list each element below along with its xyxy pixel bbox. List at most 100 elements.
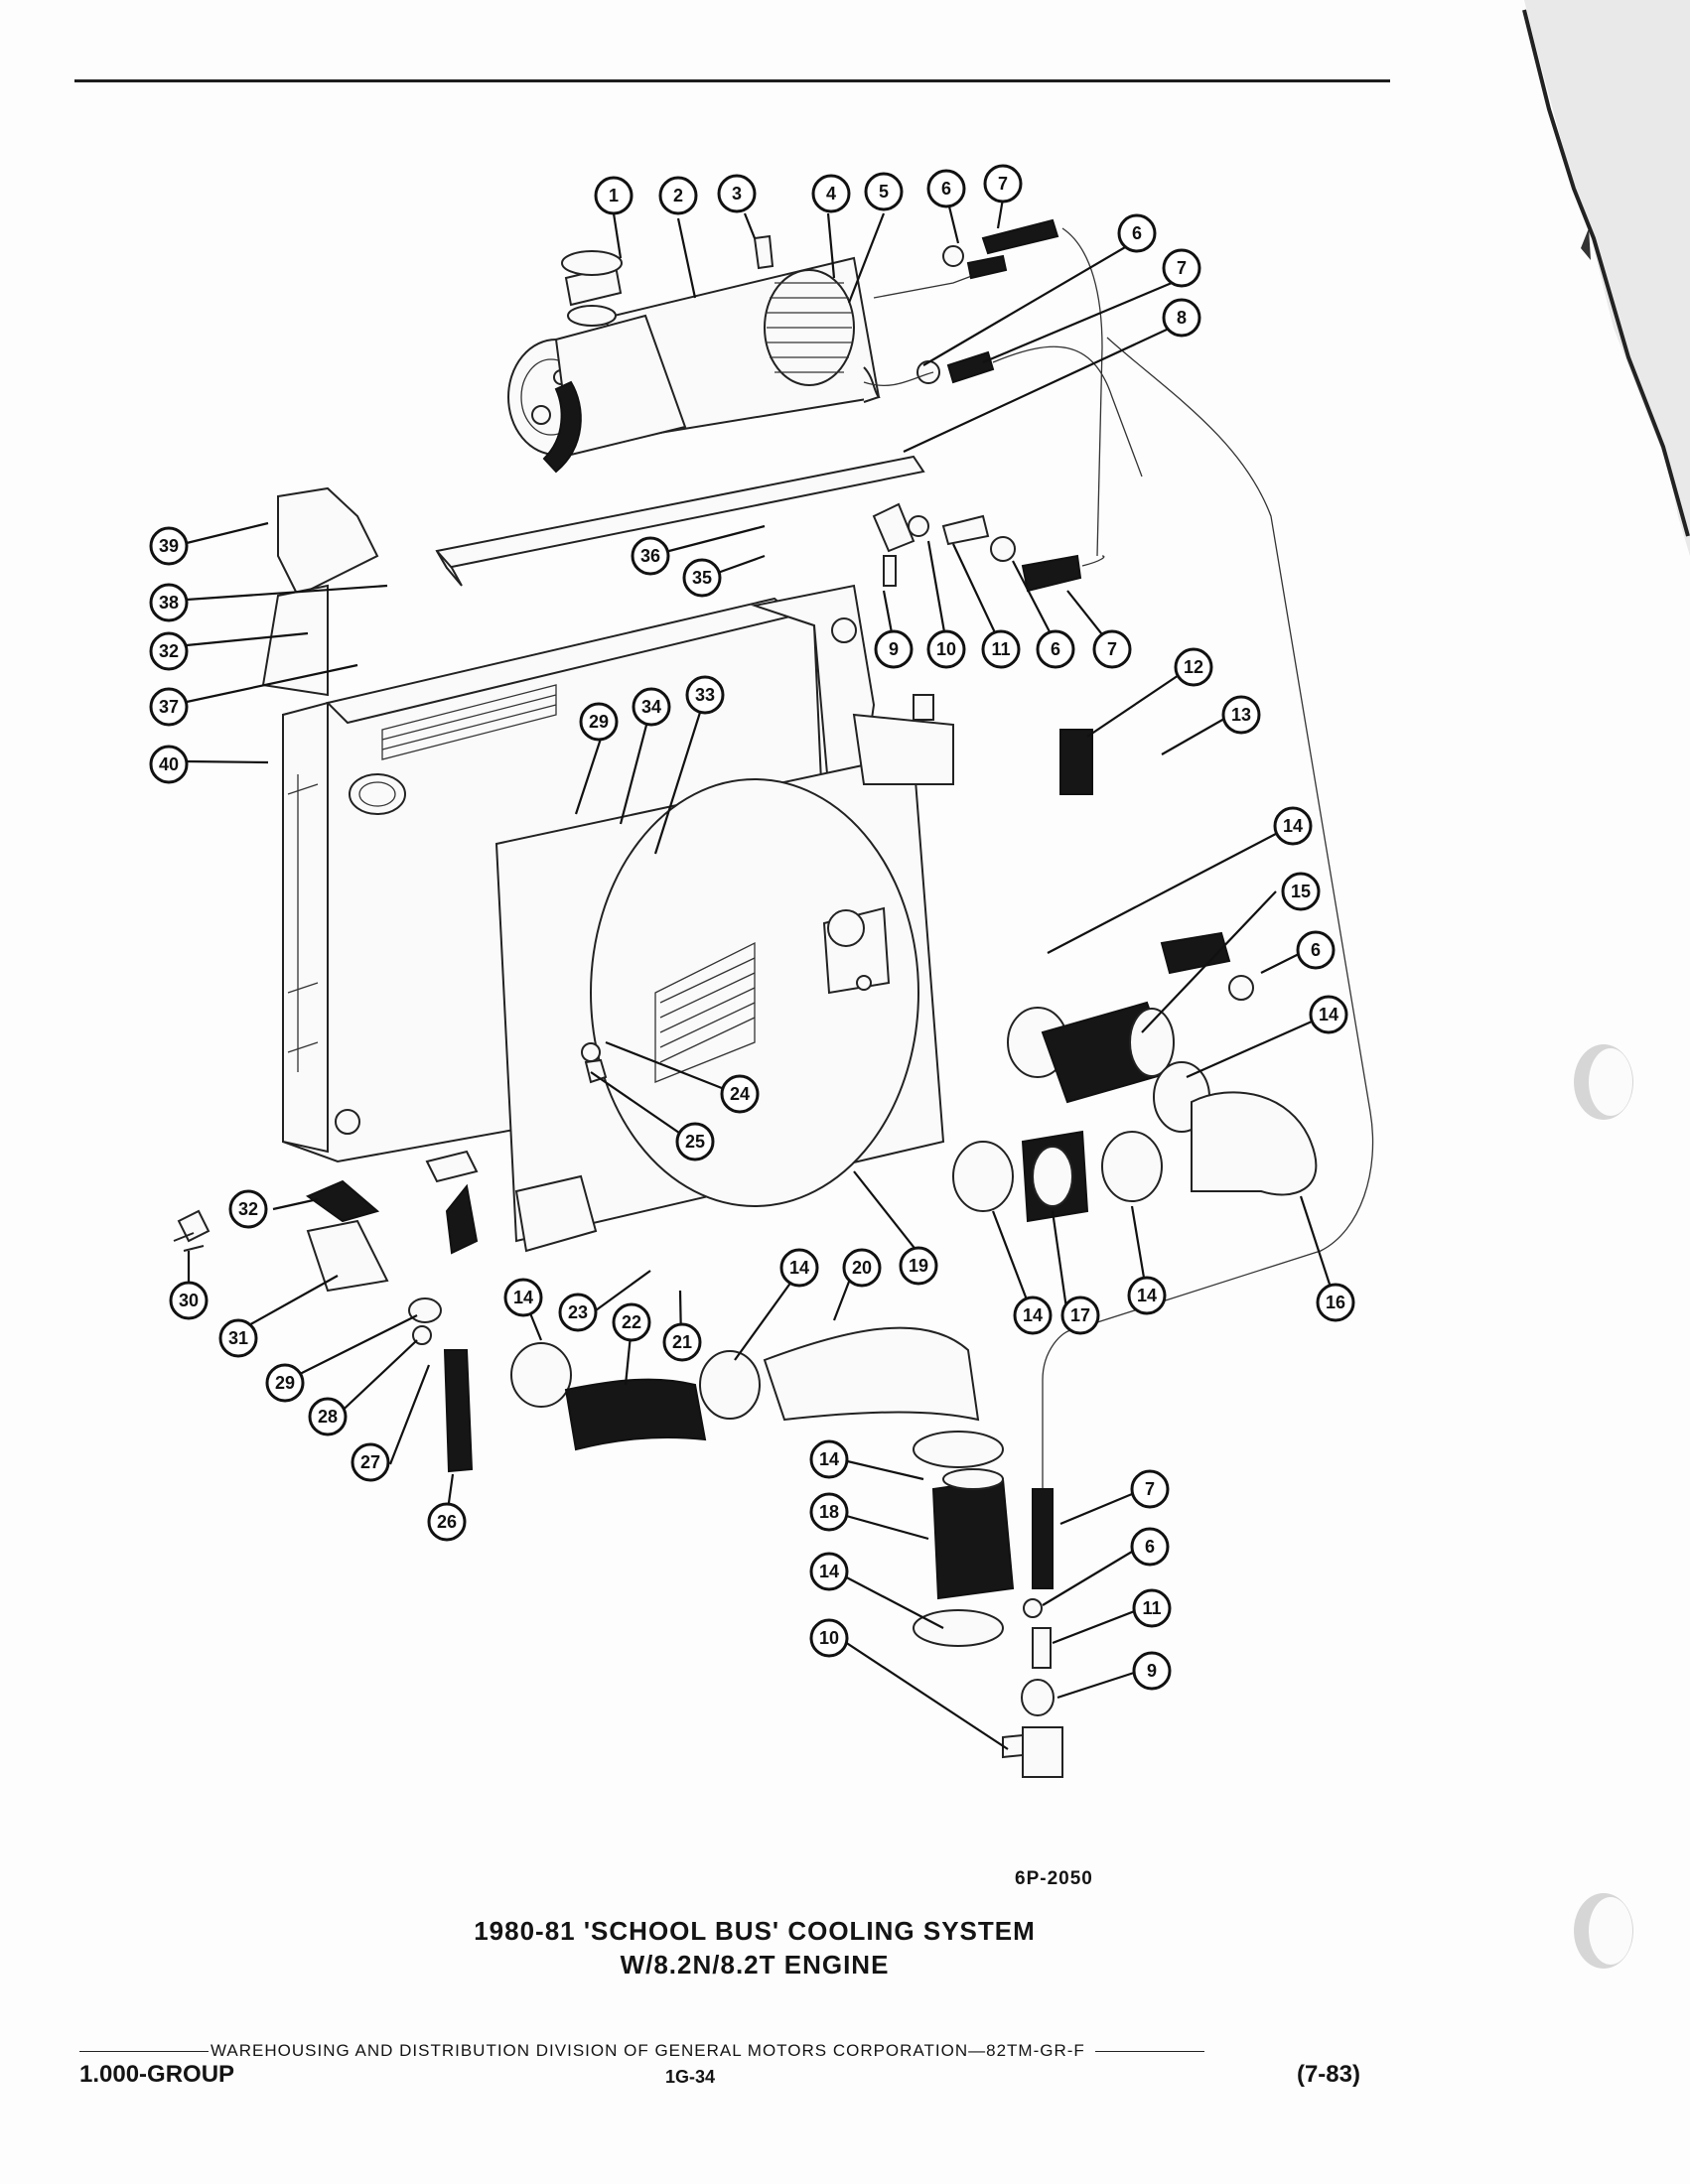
- svg-text:35: 35: [692, 568, 712, 588]
- svg-text:24: 24: [730, 1084, 750, 1104]
- callout-14: 14: [1273, 806, 1313, 846]
- callout-19: 19: [899, 1246, 938, 1286]
- footer-rule-right: [1094, 2050, 1204, 2052]
- svg-text:18: 18: [819, 1502, 839, 1522]
- callout-30: 30: [169, 1281, 209, 1320]
- callout-7: 7: [1162, 248, 1201, 288]
- svg-text:29: 29: [275, 1373, 295, 1393]
- svg-text:6: 6: [941, 179, 951, 199]
- callout-23: 23: [558, 1293, 598, 1332]
- callout-16: 16: [1316, 1283, 1355, 1322]
- callout-20: 20: [842, 1248, 882, 1288]
- callout-14: 14: [809, 1552, 849, 1591]
- figure-code: 6P-2050: [1015, 1868, 1093, 1889]
- callout-14: 14: [809, 1439, 849, 1479]
- callout-9: 9: [874, 629, 914, 669]
- callout-7: 7: [983, 164, 1023, 204]
- svg-text:19: 19: [909, 1256, 928, 1276]
- callout-11: 11: [981, 629, 1021, 669]
- callout-2: 2: [658, 176, 698, 215]
- svg-text:11: 11: [1142, 1598, 1161, 1618]
- callout-40: 40: [149, 745, 189, 784]
- svg-text:34: 34: [641, 697, 661, 717]
- callout-32: 32: [149, 631, 189, 671]
- callout-18: 18: [809, 1492, 849, 1532]
- callout-33: 33: [685, 675, 725, 715]
- callout-6: 6: [1117, 213, 1157, 253]
- drain-line-fittings: [1002, 1329, 1073, 1778]
- callout-7: 7: [1092, 629, 1132, 669]
- callout-34: 34: [632, 687, 671, 727]
- vent-lines-top: [863, 218, 1374, 1331]
- svg-text:29: 29: [589, 712, 609, 732]
- callout-3: 3: [717, 174, 757, 213]
- caption-line-2: W/8.2N/8.2T ENGINE: [620, 1950, 890, 1979]
- svg-text:8: 8: [1177, 308, 1187, 328]
- svg-text:14: 14: [513, 1288, 533, 1307]
- svg-text:1: 1: [609, 186, 619, 205]
- svg-text:6: 6: [1051, 639, 1060, 659]
- top-rule: [74, 79, 1390, 82]
- callout-6: 6: [1036, 629, 1075, 669]
- footer: 1.000-GROUP 1G-34 (7-83): [79, 2061, 1360, 2091]
- svg-text:22: 22: [622, 1312, 641, 1332]
- svg-text:20: 20: [852, 1258, 872, 1278]
- svg-text:6: 6: [1311, 940, 1321, 960]
- svg-text:17: 17: [1070, 1305, 1090, 1325]
- svg-text:23: 23: [568, 1302, 588, 1322]
- svg-text:7: 7: [998, 174, 1008, 194]
- svg-text:15: 15: [1291, 882, 1311, 901]
- callout-12: 12: [1174, 647, 1213, 687]
- svg-text:32: 32: [238, 1199, 258, 1219]
- svg-text:6: 6: [1132, 223, 1142, 243]
- svg-text:14: 14: [789, 1258, 809, 1278]
- svg-text:32: 32: [159, 641, 179, 661]
- callout-8: 8: [1162, 298, 1201, 338]
- callout-4: 4: [811, 174, 851, 213]
- svg-text:25: 25: [685, 1132, 705, 1152]
- svg-text:10: 10: [936, 639, 956, 659]
- callout-7: 7: [1130, 1469, 1170, 1509]
- callout-14: 14: [779, 1248, 819, 1288]
- callout-14: 14: [1309, 995, 1348, 1034]
- svg-text:37: 37: [159, 697, 179, 717]
- callout-14: 14: [503, 1278, 543, 1317]
- footer-division-line: WAREHOUSING AND DISTRIBUTION DIVISION OF…: [79, 2041, 1350, 2061]
- svg-text:16: 16: [1326, 1293, 1345, 1312]
- fan-shroud: [425, 694, 954, 1253]
- upper-mounting-bar: [261, 455, 925, 697]
- callout-26: 26: [427, 1502, 467, 1542]
- callout-19: 19: [909, 1258, 928, 1278]
- svg-text:2: 2: [673, 186, 683, 205]
- footer-page-number: 1G-34: [665, 2067, 716, 2087]
- svg-text:3: 3: [732, 184, 742, 204]
- callout-38: 38: [149, 583, 189, 622]
- callout-27: 27: [351, 1442, 390, 1482]
- svg-text:27: 27: [360, 1452, 380, 1472]
- svg-text:13: 13: [1231, 705, 1251, 725]
- svg-text:21: 21: [672, 1332, 692, 1352]
- svg-text:5: 5: [879, 182, 889, 202]
- callout-14: 14: [1013, 1296, 1053, 1335]
- callout-markers: 1 2 3 4 5 6 7 6 7 8 39 36 35 38 32 37 9 …: [149, 164, 1355, 1691]
- svg-text:14: 14: [819, 1449, 839, 1469]
- callout-32: 32: [228, 1189, 268, 1229]
- svg-text:14: 14: [1283, 816, 1303, 836]
- callout-29: 29: [579, 702, 619, 742]
- svg-text:39: 39: [159, 536, 179, 556]
- svg-text:11: 11: [991, 639, 1010, 659]
- callout-31: 31: [218, 1318, 258, 1358]
- svg-text:40: 40: [159, 754, 179, 774]
- callout-10: 10: [926, 629, 966, 669]
- svg-text:9: 9: [1147, 1661, 1157, 1681]
- svg-text:6: 6: [1145, 1537, 1155, 1557]
- svg-text:26: 26: [437, 1512, 457, 1532]
- callout-6: 6: [1296, 930, 1336, 970]
- svg-text:4: 4: [826, 184, 836, 204]
- svg-text:9: 9: [889, 639, 899, 659]
- svg-text:30: 30: [179, 1291, 199, 1310]
- svg-text:38: 38: [159, 593, 179, 613]
- svg-text:31: 31: [228, 1328, 248, 1348]
- footer-division: WAREHOUSING AND DISTRIBUTION DIVISION OF…: [211, 2041, 1085, 2060]
